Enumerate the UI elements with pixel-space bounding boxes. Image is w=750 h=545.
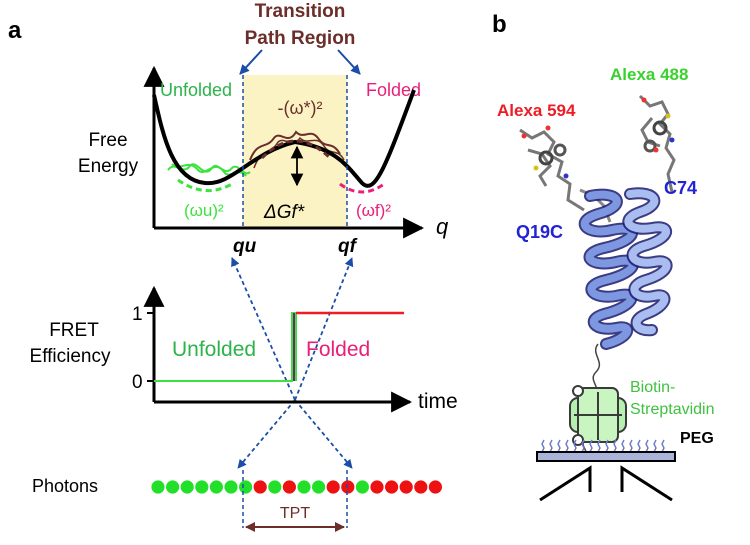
photon-green	[312, 480, 326, 494]
time-axis-label: time	[418, 390, 458, 413]
photon-red	[341, 480, 355, 494]
c74-label: C74	[664, 178, 697, 198]
free-energy-curve	[152, 89, 416, 188]
cross-arrow-to-qu	[231, 257, 296, 401]
photon-red	[282, 480, 296, 494]
peg-label: PEG	[680, 430, 714, 447]
peg-strand	[653, 439, 657, 453]
panel-a: a Transition Path Region Free Energy Unf…	[8, 1, 458, 532]
barrier-curvature-label: -(ω*)²	[277, 98, 322, 118]
header-arrow-left	[239, 49, 263, 75]
fret-label-line2: Efficiency	[30, 346, 111, 367]
transition-path-header-line1: Transition	[255, 1, 346, 22]
cross-arrow-to-photons-left	[237, 399, 296, 469]
alexa488-label: Alexa 488	[610, 65, 688, 84]
dye-atom-dots	[521, 97, 675, 179]
omega-u-label: (ωu)²	[184, 201, 224, 220]
photon-green	[355, 480, 369, 494]
peg-strand	[573, 439, 577, 453]
unfolded-curvature-dashes	[177, 178, 233, 192]
photon-green	[239, 480, 253, 494]
header-arrow-right	[337, 49, 361, 75]
cross-arrow-to-qf	[294, 257, 354, 401]
photon-green	[268, 480, 282, 494]
photon-green	[209, 480, 223, 494]
peg-strand	[581, 439, 585, 453]
fret-tick-label-1: 1	[132, 304, 143, 325]
free-energy-label-line2: Energy	[78, 156, 139, 177]
tpt-label: TPT	[280, 505, 310, 522]
peg-strand	[541, 439, 545, 453]
objective-icon	[539, 465, 673, 502]
cross-arrow-to-photons-right	[294, 399, 353, 469]
peg-strand	[589, 439, 593, 453]
photon-green	[224, 480, 238, 494]
panel-a-label: a	[8, 17, 22, 44]
transition-path-header-line2: Path Region	[245, 28, 356, 49]
photon-green	[180, 480, 194, 494]
folded-curvature-dashes	[339, 182, 385, 194]
biotin-label-line1: Biotin-	[630, 379, 675, 396]
protein-helices	[578, 187, 673, 350]
photon-green	[195, 480, 209, 494]
photon-red	[428, 480, 442, 494]
unfolded-well-label: Unfolded	[160, 80, 232, 100]
fret-folded-label: Folded	[306, 338, 370, 361]
photon-green	[297, 480, 311, 494]
surface-slide	[536, 451, 676, 462]
panel-b-label: b	[492, 11, 507, 38]
alexa594-label: Alexa 594	[497, 101, 576, 120]
streptavidin-icon	[569, 385, 627, 446]
omega-f-label: (ωf)²	[356, 201, 391, 220]
peg-strand	[661, 439, 665, 453]
peg-brush-icon	[541, 439, 665, 453]
photons-label: Photons	[32, 476, 98, 496]
peg-strand	[597, 439, 601, 453]
photon-green	[151, 480, 165, 494]
photon-red	[370, 480, 384, 494]
photon-red	[414, 480, 428, 494]
peg-strand	[605, 439, 609, 453]
folded-well-label: Folded	[366, 80, 421, 100]
peg-strand	[637, 439, 641, 453]
peg-strand	[557, 439, 561, 453]
photon-red	[399, 480, 413, 494]
peg-strand	[629, 439, 633, 453]
peg-strand	[549, 439, 553, 453]
biotin-label-line2: Streptavidin	[630, 401, 715, 418]
photon-red	[326, 480, 340, 494]
photon-red	[385, 480, 399, 494]
peg-strand	[613, 439, 617, 453]
fret-tick-label-0: 0	[132, 372, 143, 393]
delta-g-label: ΔGf*	[263, 202, 305, 223]
photon-green	[166, 480, 180, 494]
photon-red	[253, 480, 267, 494]
free-energy-label-line1: Free	[88, 130, 127, 151]
fret-label-line1: FRET	[49, 320, 99, 341]
q-u-label: qu	[233, 236, 257, 257]
linker-tether	[592, 343, 601, 395]
peg-strand	[565, 439, 569, 453]
photon-row	[151, 480, 442, 494]
panel-b: b Alexa 594 Alexa 488 C74	[492, 11, 715, 502]
q-f-label: qf	[338, 236, 358, 257]
peg-strand	[645, 439, 649, 453]
alexa488-dye	[638, 94, 676, 193]
q-axis-label: q	[436, 214, 449, 239]
trajectory-brown	[249, 130, 341, 161]
q19c-label: Q19C	[516, 222, 563, 242]
fret-unfolded-label: Unfolded	[172, 338, 256, 361]
peg-strand	[621, 439, 625, 453]
